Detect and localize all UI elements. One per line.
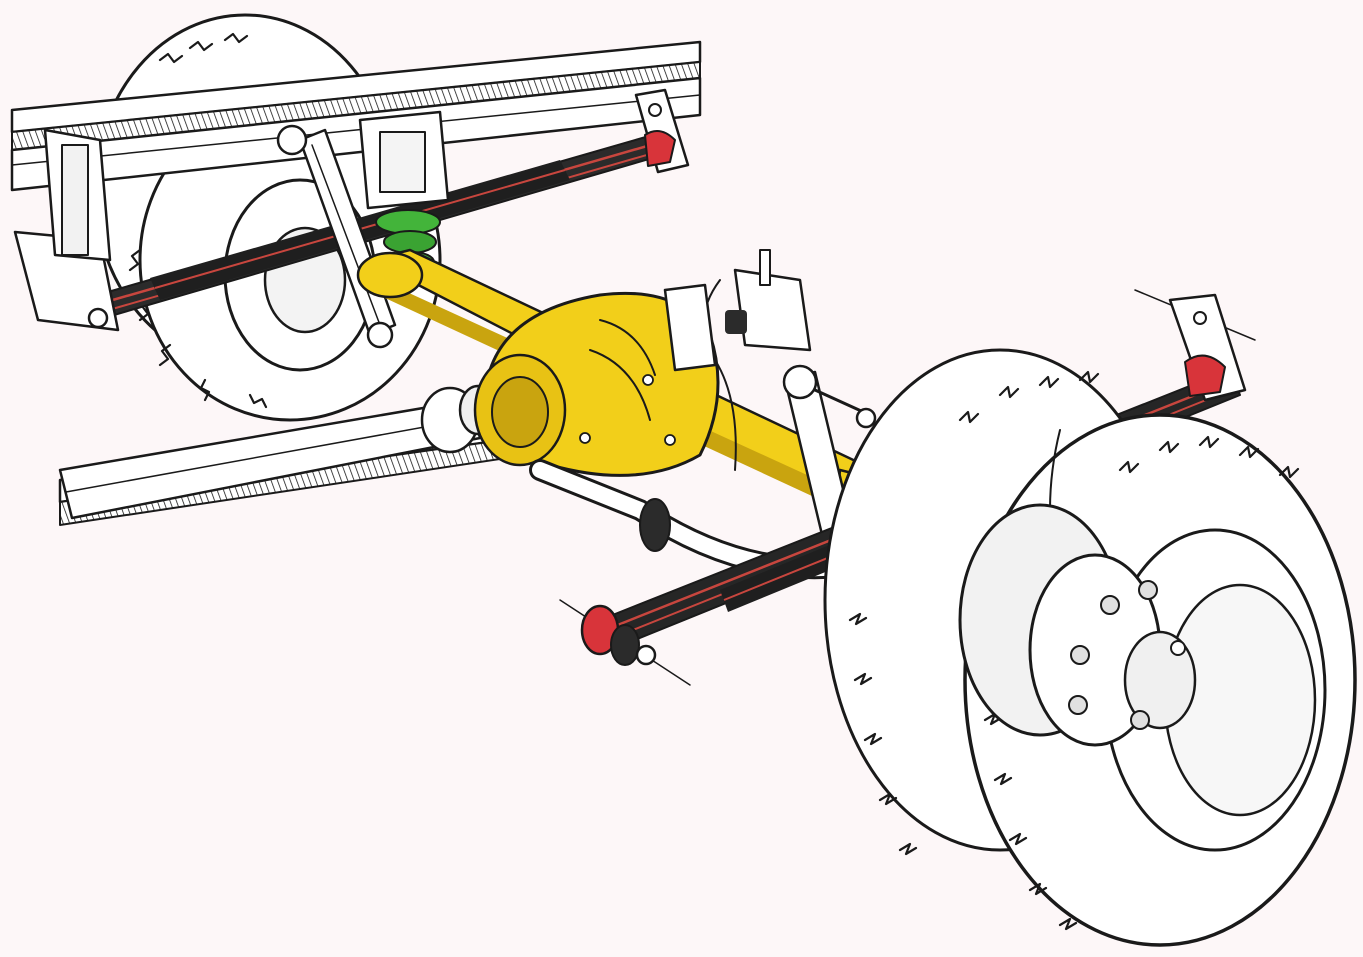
differential — [473, 291, 720, 477]
front-spring-hanger — [13, 128, 120, 332]
brake-line-junction — [663, 249, 812, 471]
spring-shackle-right — [1134, 289, 1256, 402]
wheel-hub — [958, 503, 1197, 747]
spring-shackle-left — [634, 88, 690, 174]
spring-eye-bushing — [559, 599, 691, 686]
